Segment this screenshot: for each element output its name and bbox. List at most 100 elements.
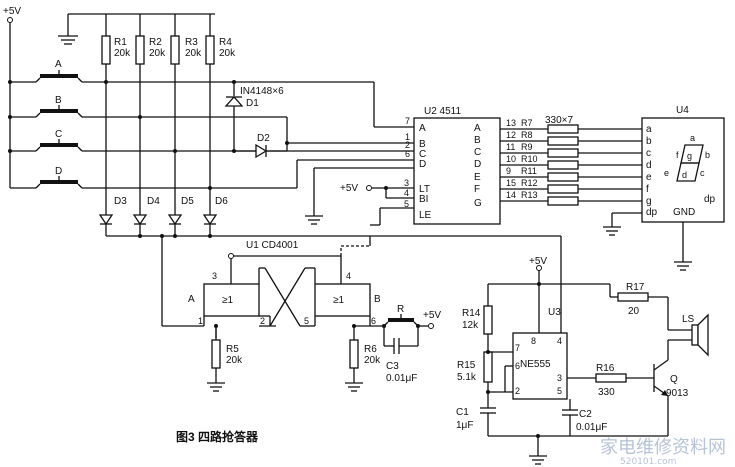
svg-text:D1: D1 — [246, 98, 259, 109]
watermark: 家电维修资料网 520101.com — [600, 437, 726, 467]
svg-text:U4: U4 — [676, 105, 689, 116]
svg-text:d: d — [646, 160, 652, 171]
svg-text:U1 CD4001: U1 CD4001 — [246, 240, 299, 251]
svg-text:C: C — [419, 149, 426, 160]
svg-text:E: E — [474, 172, 481, 183]
svg-text:R6: R6 — [364, 344, 377, 355]
svg-text:B: B — [474, 135, 481, 146]
svg-text:LT: LT — [419, 184, 430, 195]
svg-text:A: A — [188, 294, 195, 305]
svg-text:5.1k: 5.1k — [457, 372, 477, 383]
svg-text:10: 10 — [506, 154, 516, 164]
svg-text:C3: C3 — [386, 361, 399, 372]
svg-text:C: C — [474, 147, 481, 158]
svg-text:c: c — [700, 168, 705, 178]
svg-text:D3: D3 — [114, 196, 127, 207]
button-a: A — [10, 59, 374, 83]
svg-text:20k: 20k — [185, 48, 202, 59]
svg-text:D: D — [474, 159, 481, 170]
diode-d2: D2 — [234, 117, 288, 159]
svg-text:6: 6 — [515, 361, 520, 371]
display-u4: U4 a b c d e f g dp GND dp a f g b e c d — [603, 105, 725, 271]
svg-text:≥1: ≥1 — [222, 295, 233, 306]
svg-text:4: 4 — [404, 188, 409, 198]
svg-text:R17: R17 — [626, 282, 645, 293]
svg-text:BI: BI — [419, 194, 428, 205]
svg-text:12k: 12k — [462, 320, 479, 331]
svg-text:520101.com: 520101.com — [620, 457, 676, 467]
svg-text:b: b — [705, 150, 710, 160]
svg-text:C: C — [55, 129, 62, 140]
svg-text:14: 14 — [506, 190, 516, 200]
svg-text:f: f — [646, 184, 649, 195]
svg-text:0.01μF: 0.01μF — [386, 373, 417, 384]
ground-top — [58, 13, 215, 45]
svg-text:9: 9 — [506, 166, 511, 176]
svg-text:12: 12 — [506, 130, 516, 140]
button-c: C — [10, 129, 374, 152]
svg-text:R12: R12 — [521, 178, 538, 188]
svg-text:IN4148×6: IN4148×6 — [240, 86, 284, 97]
svg-text:R8: R8 — [521, 130, 533, 140]
svg-text:G: G — [474, 198, 482, 209]
svg-text:13: 13 — [506, 118, 516, 128]
svg-text:dp: dp — [704, 194, 716, 205]
svg-text:B: B — [55, 95, 62, 106]
svg-text:R13: R13 — [521, 190, 538, 200]
svg-text:15: 15 — [506, 178, 516, 188]
svg-text:R14: R14 — [462, 308, 481, 319]
svg-text:GND: GND — [673, 207, 695, 218]
ic-u1-cd4001: U1 CD4001 ≥1 A ≥1 B 3 4 1 2 5 6 — [162, 236, 381, 338]
svg-text:9013: 9013 — [666, 388, 689, 399]
svg-text:4: 4 — [346, 271, 351, 281]
svg-text:2: 2 — [515, 386, 520, 396]
svg-text:D4: D4 — [147, 196, 160, 207]
svg-text:c: c — [646, 148, 651, 159]
svg-text:a: a — [690, 133, 695, 143]
svg-text:R16: R16 — [596, 363, 615, 374]
svg-text:C2: C2 — [579, 409, 592, 420]
svg-text:R: R — [397, 304, 404, 315]
svg-text:20k: 20k — [226, 355, 243, 366]
svg-text:U2 4511: U2 4511 — [424, 106, 462, 117]
svg-text:6: 6 — [371, 316, 376, 326]
svg-text:U3: U3 — [548, 307, 561, 318]
svg-text:D: D — [419, 159, 426, 170]
svg-text:C1: C1 — [456, 407, 469, 418]
svg-text:+5V: +5V — [340, 183, 358, 194]
button-d: D — [10, 166, 297, 189]
svg-text:3: 3 — [557, 373, 562, 383]
svg-text:R3: R3 — [185, 37, 198, 48]
svg-text:2: 2 — [260, 316, 265, 326]
diode-d1: D1 IN4148×6 — [224, 82, 284, 151]
figure-caption: 图3 四路抢答器 — [176, 429, 259, 444]
svg-text:g: g — [646, 196, 652, 207]
svg-text:A: A — [419, 123, 426, 134]
ic-u2-4511: U2 4511 A B C D LT BI LE A B C D E F G — [413, 106, 501, 225]
svg-text:R4: R4 — [219, 37, 232, 48]
svg-text:11: 11 — [506, 142, 515, 152]
svg-text:f: f — [676, 150, 679, 160]
svg-text:D6: D6 — [215, 196, 228, 207]
svg-text:A: A — [474, 123, 481, 134]
svg-text:330×7: 330×7 — [545, 115, 574, 126]
svg-text:20k: 20k — [114, 48, 131, 59]
svg-text:≥1: ≥1 — [333, 295, 344, 306]
svg-text:5: 5 — [304, 316, 309, 326]
svg-text:8: 8 — [531, 336, 536, 346]
svg-text:0.01μF: 0.01μF — [576, 422, 607, 433]
svg-text:F: F — [474, 184, 480, 195]
svg-text:+5V: +5V — [529, 256, 547, 267]
vcc-label-left: +5V — [3, 6, 21, 17]
svg-text:20: 20 — [628, 306, 640, 317]
svg-text:A: A — [55, 59, 62, 70]
svg-text:330: 330 — [598, 387, 615, 398]
diodes-d3-d6: D3 D4 D5 D6 — [98, 196, 370, 326]
svg-text:Q: Q — [670, 374, 678, 385]
